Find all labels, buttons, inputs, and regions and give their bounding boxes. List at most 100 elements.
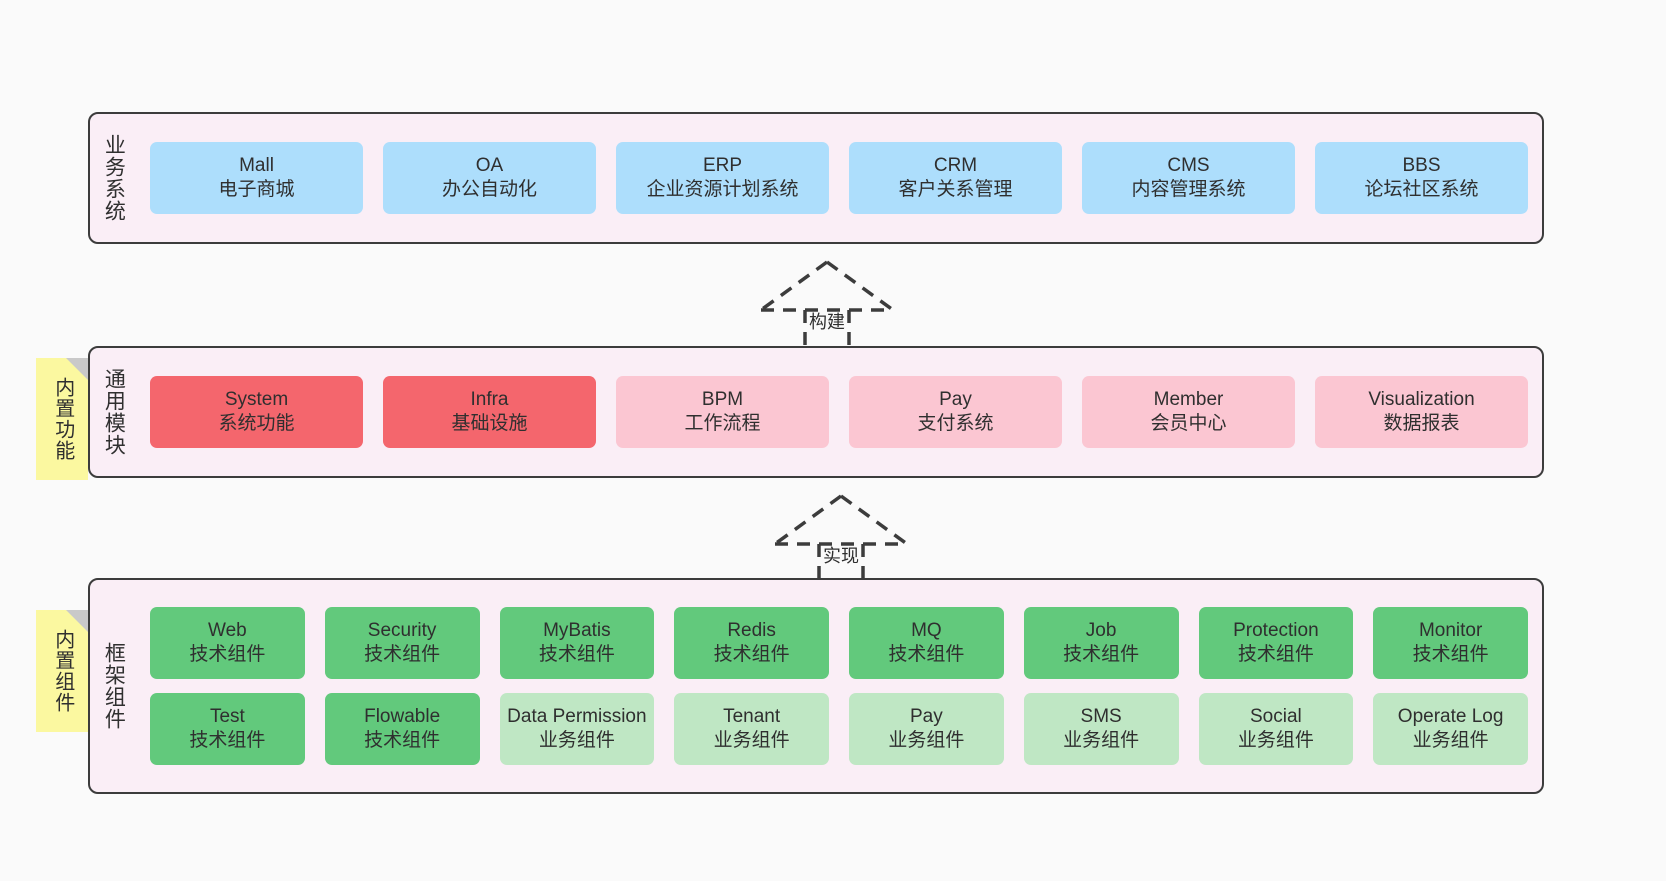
business-system-card-title: OA	[475, 154, 504, 176]
note-builtin-features: 内置功能	[36, 358, 88, 480]
framework-component-card-subtitle: 技术组件	[364, 644, 441, 665]
framework-component-card[interactable]: Pay 业务组件	[849, 693, 1004, 765]
common-module-card[interactable]: Pay 支付系统	[849, 376, 1062, 448]
note-fold-icon	[66, 358, 88, 380]
generalization-arrow-icon	[759, 260, 895, 348]
framework-component-card-title: Data Permission	[507, 705, 647, 727]
business-system-card-subtitle: 客户关系管理	[898, 179, 1013, 200]
framework-component-card-subtitle: 业务组件	[1063, 730, 1140, 751]
business-system-card-title: ERP	[702, 154, 743, 176]
common-module-card-title: System	[224, 388, 289, 410]
connector-implement-label: 实现	[823, 546, 859, 566]
layer-business-systems-body: Mall 电子商城 OA 办公自动化 ERP 企业资源计划系统 CRM 客户关系管理 CMS 内容…	[136, 114, 1542, 242]
framework-component-card[interactable]: Social 业务组件	[1198, 693, 1354, 765]
framework-component-card-subtitle: 技术组件	[189, 730, 266, 751]
framework-component-card-subtitle: 业务组件	[888, 730, 965, 751]
note-builtin-components: 内置组件	[36, 610, 88, 732]
framework-component-card-title: Operate Log	[1397, 705, 1504, 727]
framework-component-card-subtitle: 业务组件	[1412, 730, 1489, 751]
framework-component-card-subtitle: 业务组件	[538, 730, 615, 751]
framework-component-card-subtitle: 技术组件	[1412, 644, 1489, 665]
business-system-card[interactable]: CRM 客户关系管理	[849, 142, 1062, 214]
framework-component-card-title: Flowable	[364, 705, 441, 727]
framework-component-card[interactable]: Test 技术组件	[150, 693, 305, 765]
framework-component-card-subtitle: 业务组件	[713, 730, 790, 751]
framework-component-card-subtitle: 技术组件	[888, 644, 965, 665]
framework-component-card-subtitle: 技术组件	[1063, 644, 1140, 665]
business-system-card-subtitle: 办公自动化	[441, 179, 537, 200]
framework-component-card[interactable]: Protection 技术组件	[1198, 607, 1354, 679]
common-module-card-title: Infra	[470, 388, 509, 410]
business-system-card-title: Mall	[239, 154, 274, 176]
common-module-card[interactable]: BPM 工作流程	[616, 376, 829, 448]
common-module-card-title: Member	[1153, 388, 1224, 410]
business-system-card-subtitle: 内容管理系统	[1131, 179, 1246, 200]
framework-component-card-title: Monitor	[1418, 619, 1483, 641]
framework-component-card[interactable]: Job 技术组件	[1023, 607, 1179, 679]
business-systems-row: Mall 电子商城 OA 办公自动化 ERP 企业资源计划系统 CRM 客户关系管理 CMS 内容…	[150, 142, 1528, 214]
framework-component-card-title: Security	[367, 619, 437, 641]
business-system-card[interactable]: ERP 企业资源计划系统	[616, 142, 829, 214]
layer-common-modules-label: 通用模块	[102, 368, 126, 456]
connector-implement: 实现	[771, 492, 911, 584]
common-module-card-subtitle: 数据报表	[1383, 413, 1460, 434]
business-system-card-title: CMS	[1167, 154, 1210, 176]
framework-component-card[interactable]: Data Permission 业务组件	[499, 693, 655, 765]
framework-component-card-title: Social	[1250, 705, 1302, 727]
note-fold-icon	[66, 610, 88, 632]
framework-component-card[interactable]: Security 技术组件	[324, 607, 480, 679]
common-module-card-title: BPM	[701, 388, 744, 410]
framework-component-card-title: Redis	[727, 619, 776, 641]
note-builtin-components-label: 内置组件	[51, 629, 74, 713]
generalization-arrow-icon	[773, 494, 909, 582]
common-module-card[interactable]: Member 会员中心	[1082, 376, 1295, 448]
framework-component-card-subtitle: 技术组件	[713, 644, 790, 665]
framework-component-card-title: Test	[209, 705, 245, 727]
common-module-card-subtitle: 会员中心	[1150, 413, 1227, 434]
framework-component-card-title: MyBatis	[543, 619, 611, 641]
common-module-card-subtitle: 支付系统	[917, 413, 994, 434]
framework-component-card-title: Job	[1085, 619, 1117, 641]
business-system-card-subtitle: 电子商城	[218, 179, 295, 200]
business-system-card[interactable]: CMS 内容管理系统	[1082, 142, 1295, 214]
layer-business-systems: 业务系统 Mall 电子商城 OA 办公自动化 ERP 企业资源计划系统 CRM 客户关系管理…	[88, 112, 1544, 244]
framework-component-card-title: Protection	[1233, 619, 1319, 641]
connector-build: 构建	[757, 258, 897, 350]
business-system-card[interactable]: OA 办公自动化	[383, 142, 596, 214]
layer-business-systems-label: 业务系统	[102, 134, 126, 222]
common-module-card-subtitle: 工作流程	[684, 413, 761, 434]
layer-framework-components-label: 框架组件	[102, 642, 126, 730]
business-system-card-subtitle: 企业资源计划系统	[646, 179, 799, 200]
framework-component-card[interactable]: Tenant 业务组件	[674, 693, 829, 765]
framework-component-card[interactable]: Redis 技术组件	[674, 607, 829, 679]
common-module-card-title: Pay	[939, 388, 972, 410]
framework-component-card-subtitle: 技术组件	[1237, 644, 1314, 665]
note-builtin-features-label: 内置功能	[51, 377, 74, 461]
business-system-card-subtitle: 论坛社区系统	[1364, 179, 1479, 200]
framework-component-card[interactable]: Monitor 技术组件	[1373, 607, 1528, 679]
framework-component-card-subtitle: 业务组件	[1237, 730, 1314, 751]
business-system-card[interactable]: Mall 电子商城	[150, 142, 363, 214]
common-module-card[interactable]: System 系统功能	[150, 376, 363, 448]
business-system-card-title: CRM	[933, 154, 978, 176]
framework-component-card-title: Pay	[910, 705, 943, 727]
framework-component-card-title: Web	[208, 619, 247, 641]
framework-component-card-title: Tenant	[723, 705, 781, 727]
framework-component-card[interactable]: Operate Log 业务组件	[1373, 693, 1528, 765]
common-module-card-subtitle: 系统功能	[218, 413, 295, 434]
